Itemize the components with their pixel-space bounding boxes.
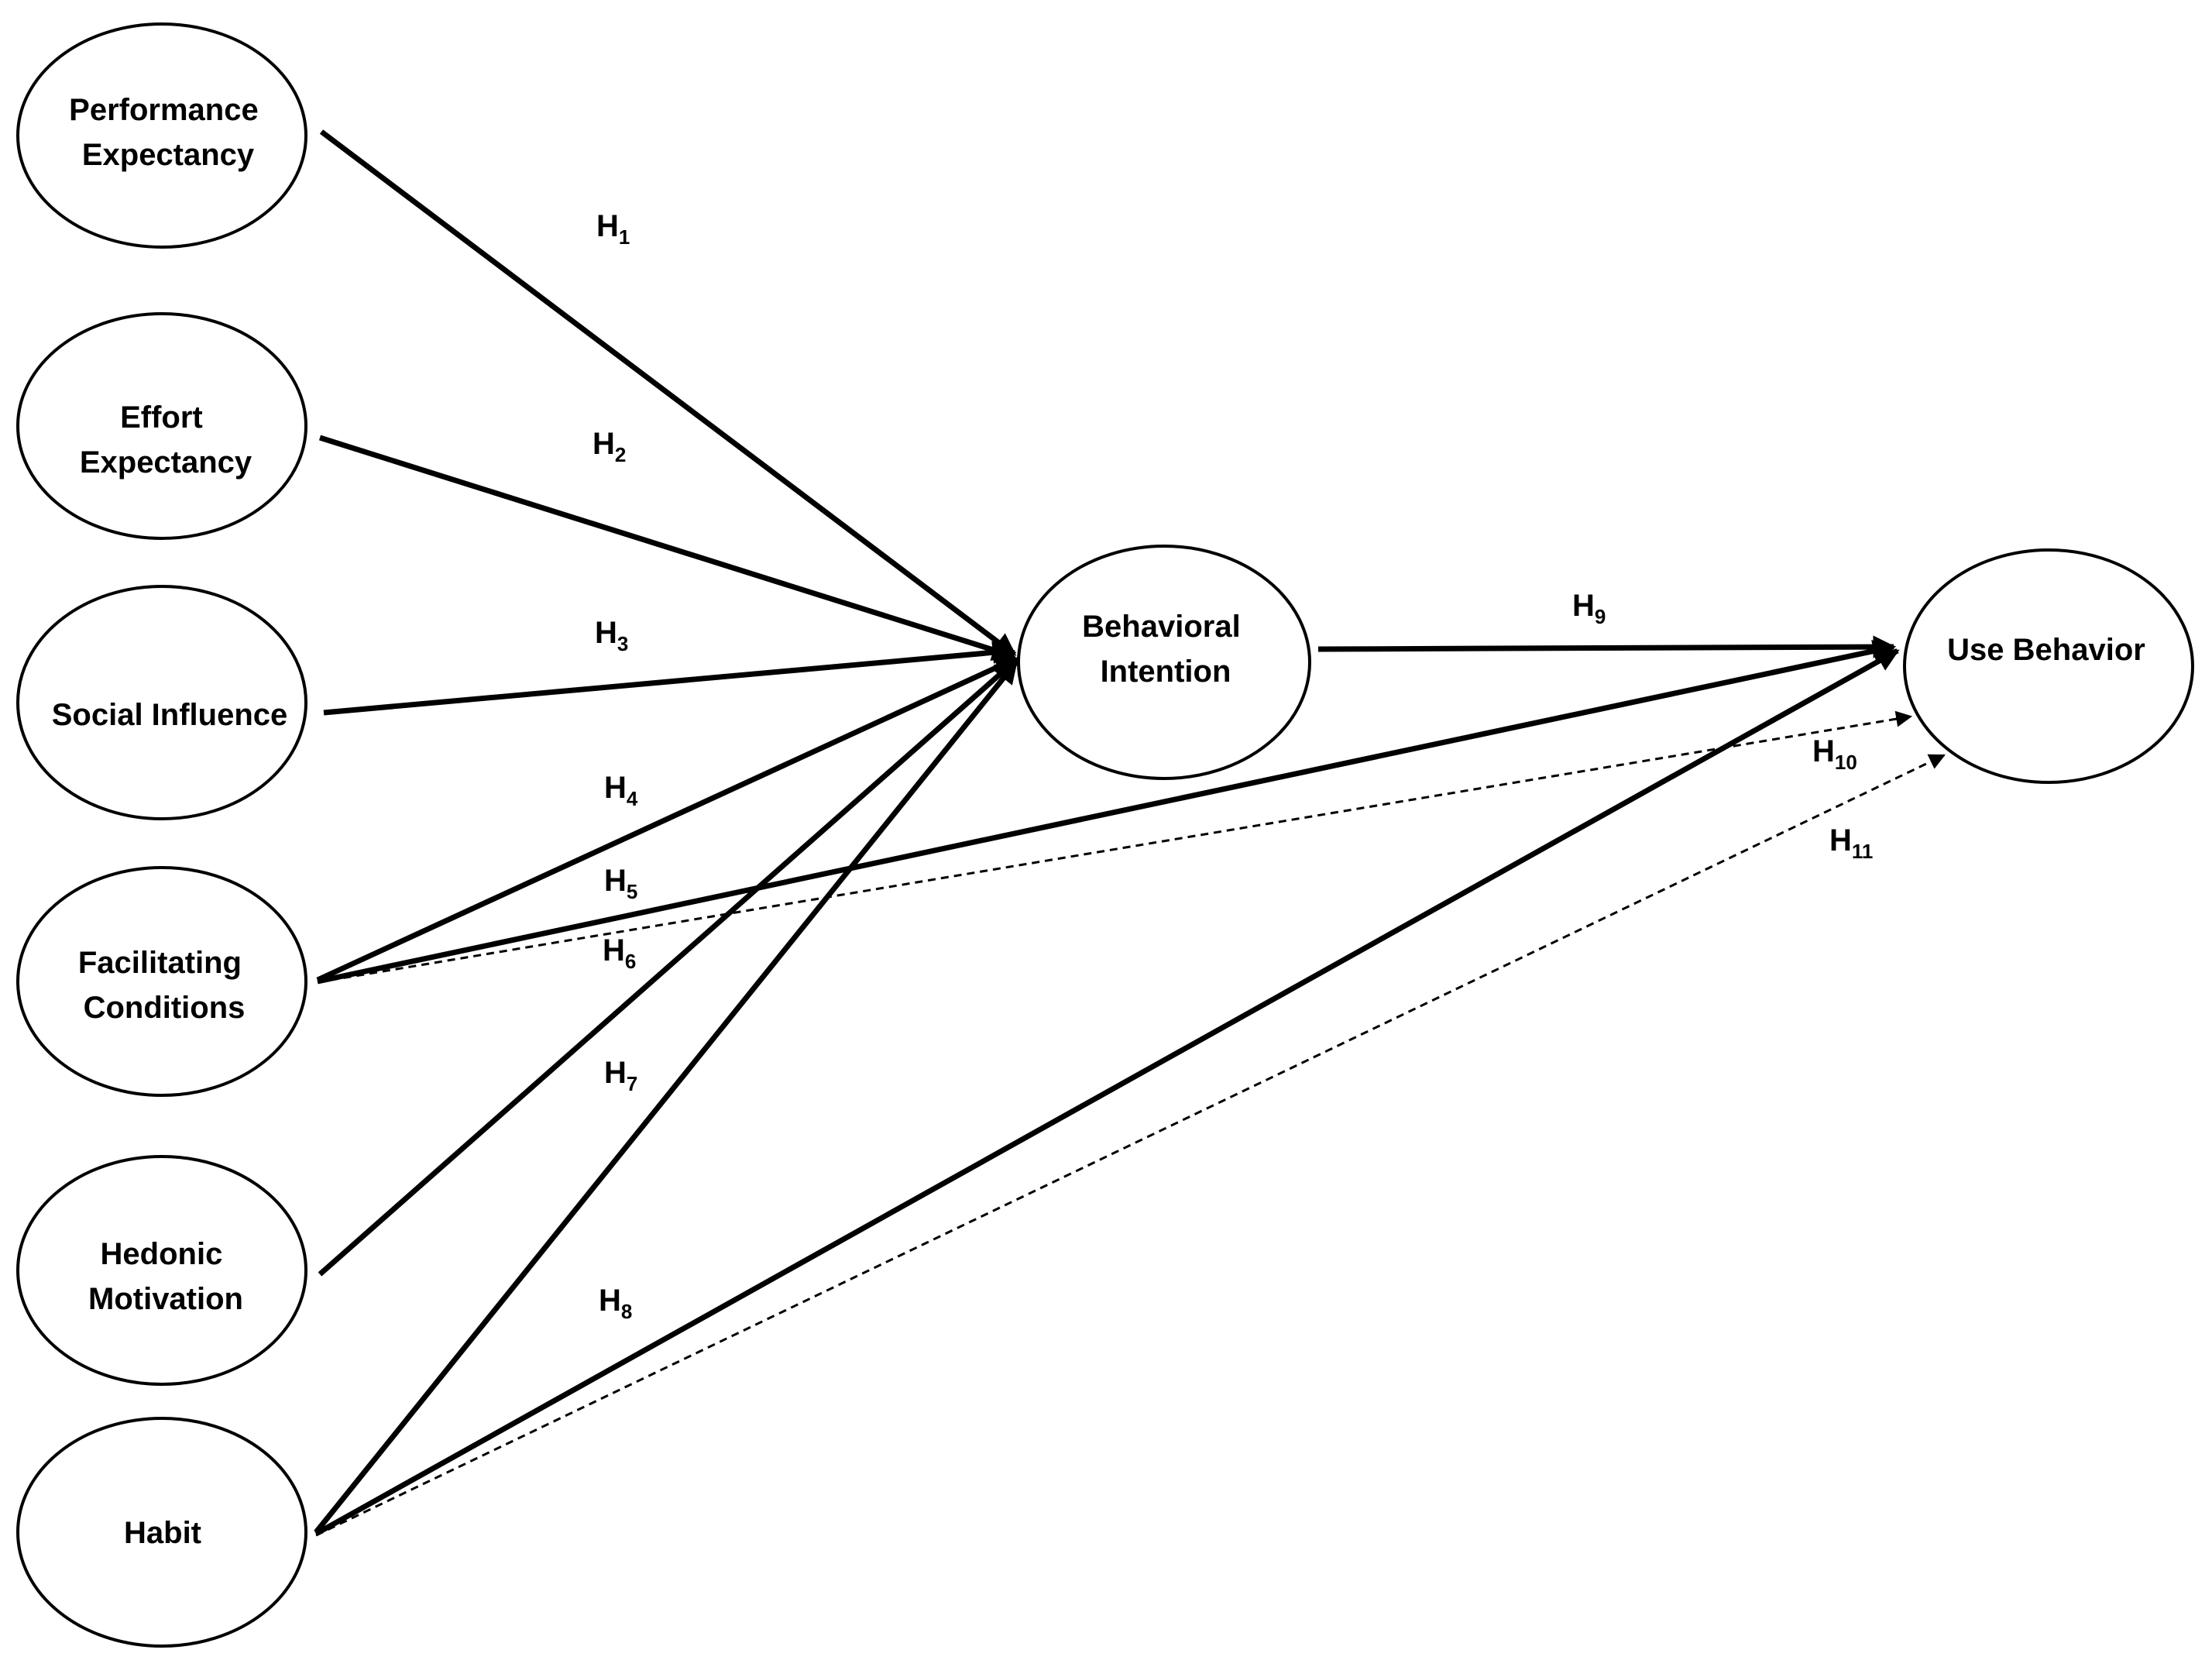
hypothesis-label-h4: H4 (604, 771, 638, 810)
hypothesis-label-h5: H5 (604, 864, 637, 903)
hypothesis-label-h6: H6 (603, 933, 636, 973)
edge-h11 (315, 754, 1946, 1537)
hypothesis-label-h1: H1 (596, 209, 630, 249)
edge-h8 (314, 648, 1900, 1537)
svg-text:Performance Expectancy: Performance Expectancy (69, 93, 267, 172)
node-effort-expectancy: Effort Expectancy (16, 312, 307, 540)
svg-text:Behavioral Intention: Behavioral Intention (1082, 610, 1249, 689)
node-label-line: Use Behavior (1947, 633, 2145, 667)
node-label-line: Expectancy (82, 138, 255, 172)
edge-h7 (314, 660, 1018, 1535)
svg-text:Hedonic Motivation: Hedonic Motivation (88, 1237, 243, 1316)
node-performance-expectancy: Performance Expectancy (16, 22, 307, 249)
node-label-line: Motivation (88, 1282, 243, 1316)
node-label-line: Social Influence (52, 698, 288, 732)
node-label-line: Behavioral (1082, 610, 1241, 644)
node-label-line: Hedonic (101, 1237, 223, 1271)
node-habit: Habit (16, 1417, 307, 1648)
node-social-influence: Social Influence (16, 585, 307, 820)
edge-h9 (1317, 635, 1896, 658)
hypothesis-label-h2: H2 (592, 427, 626, 466)
svg-text:Habit: Habit (124, 1516, 201, 1550)
svg-text:Social Influence: Social Influence (52, 698, 288, 732)
edge-h5 (317, 640, 1896, 985)
node-facilitating-conditions: Facilitating Conditions (16, 866, 307, 1097)
edge-h10 (317, 710, 1913, 984)
hypothesis-label-h10: H10 (1812, 734, 1857, 774)
edge-h2 (318, 435, 1015, 662)
hypothesis-label-h11: H11 (1829, 823, 1873, 863)
edge-h6 (318, 658, 1018, 1277)
hypothesis-label-h9: H9 (1572, 589, 1606, 628)
edge-h3 (323, 641, 1015, 716)
svg-text:Use Behavior: Use Behavior (1947, 633, 2145, 667)
edge-h1 (319, 129, 1017, 657)
hypothesis-label-h8: H8 (599, 1284, 632, 1323)
edge-h4 (316, 655, 1018, 983)
node-label-line: Performance (69, 93, 259, 127)
hypothesis-label-h7: H7 (604, 1056, 637, 1095)
edges (314, 129, 1946, 1537)
hypothesis-label-h3: H3 (595, 616, 628, 655)
node-use-behavior: Use Behavior (1903, 548, 2194, 784)
node-label-line: Expectancy (80, 445, 252, 479)
hypothesis-labels: H1 H2 H3 H4 H5 H6 H7 H8 H9 H10 H11 (592, 209, 1873, 1323)
node-hedonic-motivation: Hedonic Motivation (16, 1155, 307, 1386)
node-behavioral-intention: Behavioral Intention (1017, 545, 1311, 780)
node-label-line: Facilitating (78, 946, 242, 980)
node-label-line: Habit (124, 1516, 201, 1550)
node-label-line: Intention (1101, 655, 1231, 689)
node-label-line: Conditions (84, 991, 246, 1025)
svg-text:Effort Expectancy: Effort Expectancy (80, 400, 252, 479)
node-label-line: Effort (120, 400, 203, 435)
svg-text:Facilitating Conditions: Facilitating Conditions (78, 946, 250, 1025)
